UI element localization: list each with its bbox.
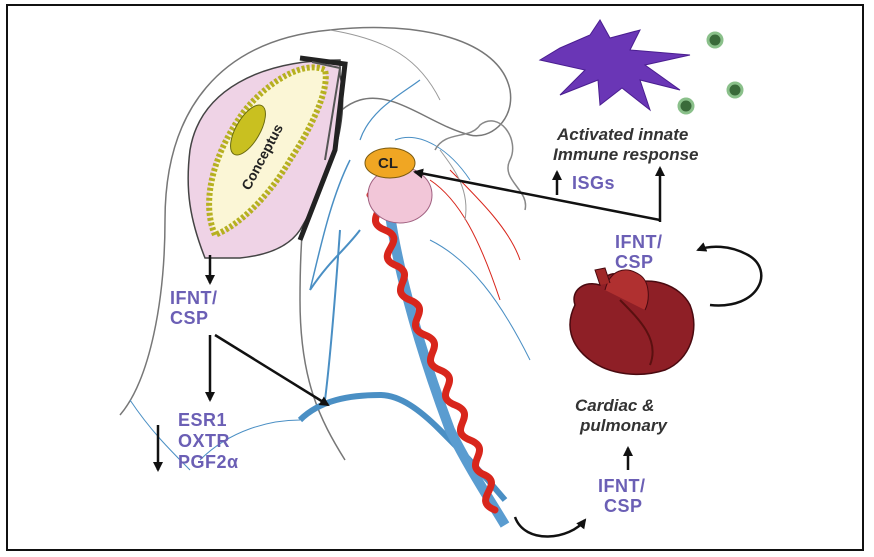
immune-cell-icon: [540, 20, 742, 113]
esr1-label: ESR1: [178, 410, 227, 431]
isgs-label: ISGs: [572, 173, 615, 194]
oxtr-label: OXTR: [178, 431, 230, 452]
ifnt-right-label-1: IFNT/: [615, 232, 663, 253]
ifnt-left-label-2: CSP: [170, 308, 209, 329]
ifnt-right-label-2: CSP: [615, 252, 654, 273]
activated-innate-label: Activated innate: [557, 125, 688, 145]
artery-drawing: [370, 195, 495, 510]
heart-icon: [570, 268, 694, 374]
cardiac-label: Cardiac &: [575, 396, 654, 416]
cl-label: CL: [378, 155, 398, 172]
pulmonary-label: pulmonary: [580, 416, 667, 436]
ifnt-bottom-label-2: CSP: [604, 496, 643, 517]
ifnt-bottom-label-1: IFNT/: [598, 476, 646, 497]
immune-response-label: Immune response: [553, 145, 699, 165]
pgf2a-label: PGF2α: [178, 452, 239, 473]
ifnt-left-label-1: IFNT/: [170, 288, 218, 309]
